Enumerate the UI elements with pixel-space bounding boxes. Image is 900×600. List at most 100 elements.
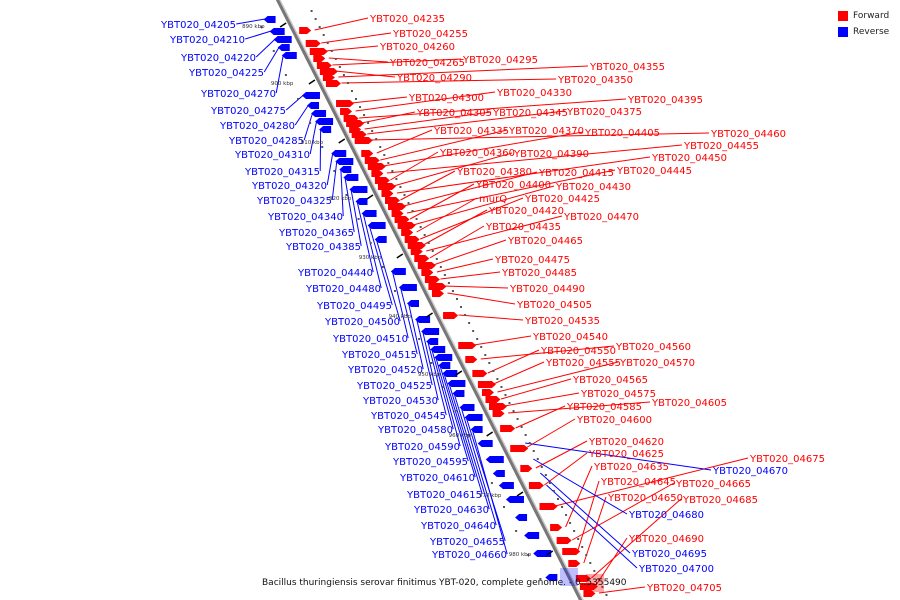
- reverse-label-line: [309, 120, 318, 155]
- axis-dot: [496, 378, 499, 380]
- axis-dot: [318, 26, 321, 28]
- forward-gene-block: [550, 524, 563, 531]
- reverse-gene-label: YBT020_04590: [384, 442, 460, 453]
- axis-tick-label: 970 kbp: [479, 493, 502, 499]
- forward-label-line: [458, 314, 524, 321]
- forward-gene-block: [583, 590, 596, 597]
- forward-label-line: [429, 225, 485, 259]
- forward-gene-label: YBT020_04420: [488, 206, 564, 217]
- forward-label-line: [525, 418, 576, 449]
- forward-gene-block: [305, 40, 321, 47]
- reverse-label-line: [443, 372, 476, 478]
- reverse-label-line: [344, 176, 355, 233]
- forward-gene-block: [391, 210, 404, 217]
- reverse-gene-label: YBT020_04500: [324, 317, 400, 328]
- forward-gene-label: YBT020_04300: [408, 93, 484, 104]
- forward-gene-label: YBT020_04345: [492, 108, 568, 119]
- forward-gene-label: YBT020_04505: [516, 300, 592, 311]
- reverse-gene-block: [464, 414, 483, 421]
- axis-dot: [565, 514, 568, 516]
- forward-gene-block: [472, 370, 488, 377]
- legend-forward-swatch: [838, 11, 848, 21]
- axis-dot: [330, 50, 333, 52]
- axis-dot: [399, 186, 402, 188]
- axis-dot: [512, 410, 515, 412]
- axis-tick-label: 920 kbp: [329, 196, 352, 202]
- axis-dot: [488, 362, 491, 364]
- reverse-label-line: [236, 18, 266, 25]
- reverse-gene-label: YBT020_04385: [285, 242, 361, 253]
- axis-dot: [490, 482, 493, 484]
- forward-gene-label: YBT020_04625: [588, 449, 664, 460]
- reverse-gene-label: YBT020_04655: [429, 537, 505, 548]
- axis-dot: [585, 554, 588, 556]
- forward-gene-label: YBT020_04405: [584, 128, 660, 139]
- forward-label-line: [314, 17, 369, 31]
- axis-dot: [540, 466, 543, 468]
- reverse-gene-block: [498, 482, 514, 489]
- axis-dot: [484, 354, 487, 356]
- axis-dot: [478, 458, 481, 460]
- axis-dot: [338, 66, 341, 68]
- forward-gene-block: [322, 74, 335, 81]
- axis-dot: [573, 530, 576, 532]
- reverse-gene-label: YBT020_04320: [251, 181, 327, 192]
- axis-dot: [411, 210, 414, 212]
- forward-label-line: [341, 78, 557, 84]
- reverse-gene-block: [485, 456, 504, 463]
- forward-gene-block: [354, 137, 373, 144]
- forward-gene-block: [575, 575, 591, 582]
- forward-gene-label: YBT020_04685: [682, 495, 758, 506]
- axis-dot: [601, 586, 604, 588]
- axis-dot: [381, 266, 384, 268]
- reverse-gene-block: [273, 36, 292, 43]
- reverse-gene-block: [524, 532, 540, 539]
- forward-gene-block: [316, 62, 332, 69]
- reverse-label-line: [416, 318, 433, 386]
- forward-gene-block: [404, 236, 420, 243]
- forward-gene-block: [417, 262, 436, 269]
- reverse-label-line: [375, 238, 401, 322]
- axis-dot: [350, 90, 353, 92]
- forward-gene-label: YBT020_04350: [557, 75, 633, 86]
- reverse-gene-label: YBT020_04615: [406, 490, 482, 501]
- forward-label-line: [473, 335, 532, 346]
- reverse-gene-block: [269, 28, 285, 35]
- reverse-gene-block: [447, 380, 466, 387]
- axis-dot: [367, 122, 370, 124]
- forward-label-line: [443, 285, 509, 289]
- forward-label-line: [335, 70, 396, 78]
- reverse-gene-label: YBT020_04340: [267, 212, 343, 223]
- forward-gene-label: YBT020_04445: [616, 166, 692, 177]
- reverse-gene-block: [307, 102, 320, 109]
- forward-gene-label: YBT020_04255: [392, 29, 468, 40]
- axis-dot: [466, 434, 469, 436]
- forward-gene-label: YBT020_04430: [555, 182, 631, 193]
- forward-gene-block: [309, 48, 328, 55]
- faded-reverse-block: [560, 568, 578, 586]
- forward-label-line: [504, 392, 580, 407]
- axis-dot: [536, 458, 539, 460]
- forward-gene-label: YBT020_04550: [540, 346, 616, 357]
- forward-label-line: [364, 111, 492, 130]
- axis-dot: [508, 402, 511, 404]
- axis-dot: [548, 482, 551, 484]
- forward-label-line: [447, 292, 516, 305]
- axis-dot: [406, 314, 409, 316]
- forward-label-line: [436, 258, 494, 273]
- forward-label-line: [325, 45, 379, 52]
- forward-label-line: [328, 57, 389, 63]
- axis-dot: [593, 570, 596, 572]
- reverse-gene-block: [355, 198, 368, 205]
- reverse-label-line: [422, 330, 439, 401]
- reverse-gene-block: [430, 346, 446, 353]
- genome-caption: Bacillus thuringiensis serovar finitimus…: [262, 578, 627, 588]
- axis-dot: [455, 298, 458, 300]
- axis-dot: [516, 418, 519, 420]
- forward-gene-label: YBT020_04600: [576, 415, 652, 426]
- axis-dot: [321, 146, 324, 148]
- forward-gene-label: YBT020_04665: [675, 479, 751, 490]
- axis-dot: [532, 450, 535, 452]
- forward-label-line: [500, 378, 572, 400]
- axis-dot: [391, 170, 394, 172]
